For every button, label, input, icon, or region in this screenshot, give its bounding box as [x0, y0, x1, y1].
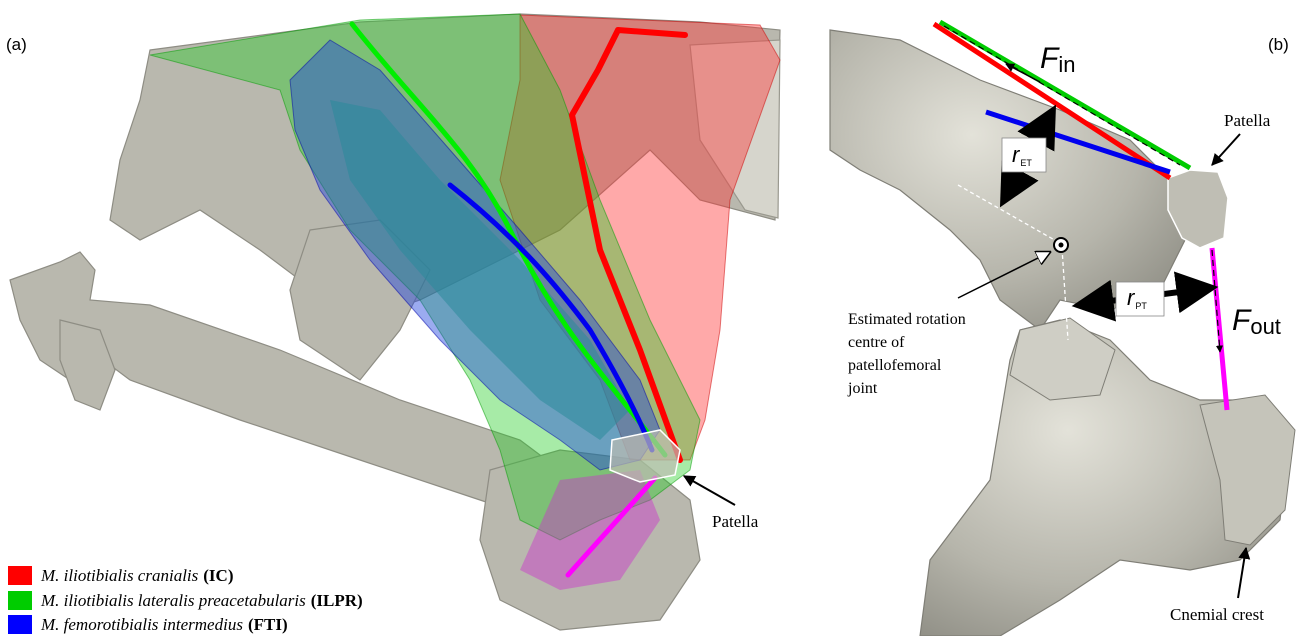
rotation-centre-label-line-3: patellofemoral: [848, 357, 942, 374]
legend-swatch-fti: [8, 615, 32, 634]
legend: M. iliotibialis cranialis(IC) M. iliotib…: [8, 566, 363, 634]
legend-entry-fti: M. femorotibialis intermedius(FTI): [40, 615, 288, 634]
force-in-label: Fin: [1040, 42, 1075, 77]
force-out-label: Fout: [1232, 304, 1281, 339]
panel-b: (b) Fin Fout: [830, 22, 1295, 636]
patella-label-a: Patella: [712, 512, 759, 531]
patella-label-b: Patella: [1224, 111, 1271, 130]
legend-entry-ilpr: M. iliotibialis lateralis preacetabulari…: [40, 591, 363, 610]
patella-arrow-a: [684, 476, 735, 505]
rotation-centre-dot: [1059, 243, 1064, 248]
rotation-centre-label-line-4: joint: [847, 380, 878, 397]
cnemial-crest-label: Cnemial crest: [1170, 605, 1264, 624]
legend-entry-ic: M. iliotibialis cranialis(IC): [40, 566, 233, 585]
rotation-centre-label-line-1: Estimated rotation: [848, 311, 966, 328]
panel-a: (a) Patella M. iliotibialis craniali: [6, 14, 780, 634]
legend-swatch-ilpr: [8, 591, 32, 610]
patella-arrow-b: [1212, 134, 1240, 165]
rotation-centre-label-line-2: centre of: [848, 334, 905, 351]
panel-a-label: (a): [6, 35, 27, 54]
panel-b-label: (b): [1268, 35, 1289, 54]
legend-swatch-ic: [8, 566, 32, 585]
